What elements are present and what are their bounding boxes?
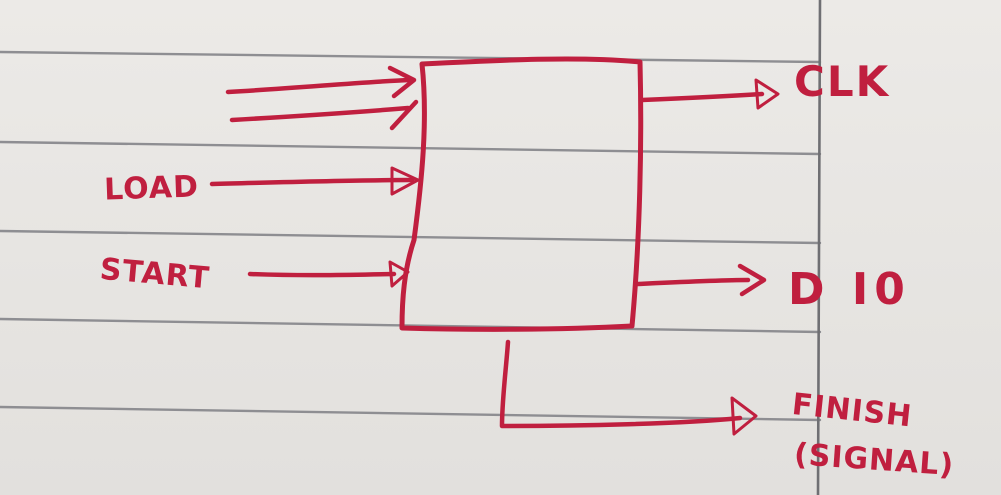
clk-output-line bbox=[639, 91, 765, 103]
clk-arrowhead bbox=[754, 78, 780, 110]
data-arrowhead bbox=[737, 263, 767, 297]
start-label: START bbox=[98, 252, 211, 296]
rule-line bbox=[0, 229, 822, 245]
rule-line bbox=[0, 50, 822, 64]
finish-label: FINISH bbox=[790, 387, 914, 434]
margin-line bbox=[816, 0, 822, 495]
clk-label: CLK bbox=[794, 57, 890, 106]
load-input-line bbox=[209, 177, 415, 187]
start-arrowhead bbox=[388, 260, 410, 288]
input-arrowhead-1 bbox=[387, 65, 417, 99]
start-input-line bbox=[247, 271, 397, 278]
input-arrow-1 bbox=[225, 77, 413, 95]
main-block bbox=[399, 56, 644, 332]
data-output-label: D I0 bbox=[788, 264, 911, 315]
rule-line bbox=[0, 317, 822, 334]
rule-line bbox=[0, 140, 822, 156]
data-output-line bbox=[635, 277, 751, 287]
ruled-lines bbox=[0, 0, 822, 495]
load-arrowhead bbox=[390, 166, 420, 196]
load-label: LOAD bbox=[104, 169, 200, 207]
finish-arrowhead bbox=[730, 396, 758, 436]
rule-line bbox=[0, 405, 822, 422]
input-arrow-2 bbox=[229, 105, 411, 123]
finish-output-line bbox=[499, 339, 743, 429]
input-arrowhead-2 bbox=[389, 99, 419, 131]
